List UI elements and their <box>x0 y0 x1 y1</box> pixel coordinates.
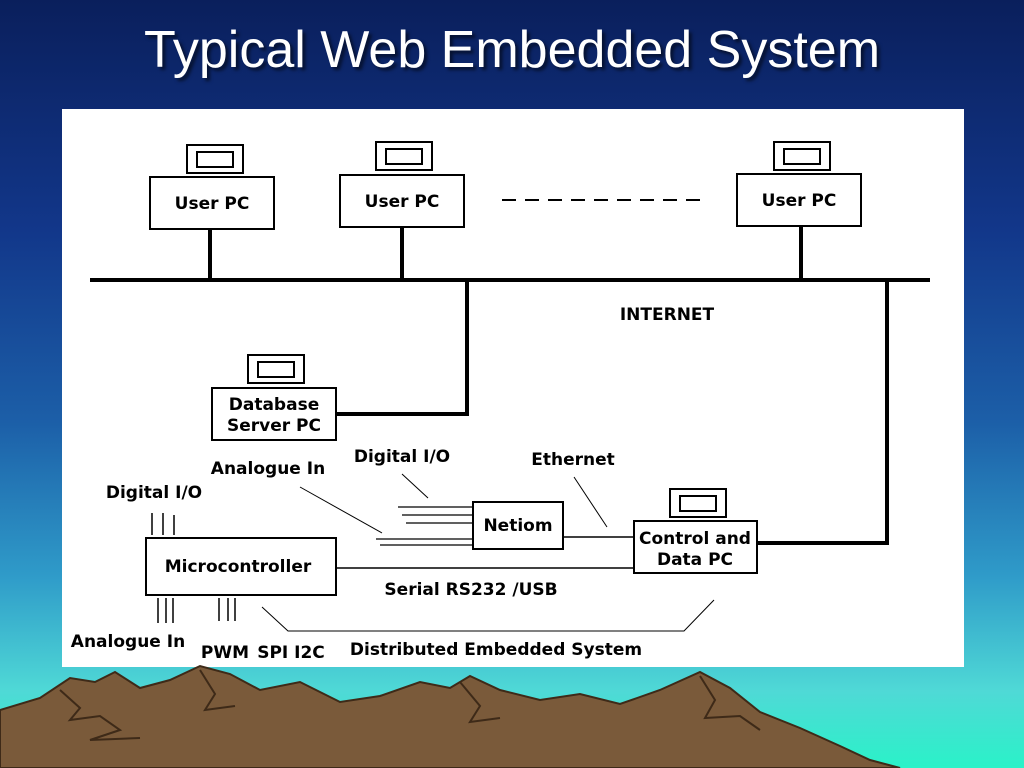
control-pc-label-line1: Control and <box>639 529 751 549</box>
microcontroller-box <box>145 537 337 596</box>
monitor-icon-3 <box>773 141 831 171</box>
mountain-range <box>0 664 901 768</box>
pwm-label: PWM <box>201 643 249 663</box>
netiom-label: Netiom <box>483 516 552 536</box>
callout-ethernet <box>573 476 608 528</box>
network-diagram: User PC User PC User PC INTERNET Databas… <box>71 141 930 663</box>
digital-io-pins <box>151 513 175 535</box>
netiom-input-lines <box>376 506 473 546</box>
monitor-icon-2 <box>375 141 433 171</box>
distributed-label: Distributed Embedded System <box>350 640 642 660</box>
database-label-line2: Server PC <box>227 416 321 436</box>
distributed-bracket <box>261 599 715 632</box>
analogue-in-bottom-label: Analogue In <box>71 632 185 652</box>
digital-io-top-label: Digital I/O <box>354 447 450 467</box>
ethernet-label: Ethernet <box>531 450 615 470</box>
callout-analogue-in <box>299 486 383 534</box>
user-pc-box-3 <box>736 173 862 227</box>
monitor-icon-control <box>669 488 727 518</box>
analogue-in-top-label: Analogue In <box>211 459 325 479</box>
database-label-line1: Database <box>229 395 319 415</box>
user-pc-label-2: User PC <box>365 192 440 212</box>
control-pc-box <box>633 520 758 574</box>
mountain-range-decoration <box>0 664 901 768</box>
spi-label: SPI I2C <box>257 643 325 663</box>
control-pc-label-line2: Data PC <box>657 550 733 570</box>
netiom-box <box>472 501 564 550</box>
user-pc-label-3: User PC <box>762 191 837 211</box>
internet-label: INTERNET <box>620 305 715 325</box>
user-pc-box-1 <box>149 176 275 230</box>
mountain-shadow <box>59 669 761 741</box>
serial-label: Serial RS232 /USB <box>384 580 557 600</box>
user-pc-label-1: User PC <box>175 194 250 214</box>
monitor-icon-1 <box>186 144 244 174</box>
control-pc-link <box>757 280 889 545</box>
microcontroller-label: Microcontroller <box>165 557 312 577</box>
pwm-spi-pins <box>218 598 236 621</box>
database-server-box <box>211 387 337 441</box>
user-pc-box-2 <box>339 174 465 228</box>
callout-digital-io <box>401 473 429 499</box>
diagram-panel: User PC User PC User PC INTERNET Databas… <box>62 109 964 667</box>
database-link <box>336 280 469 416</box>
analogue-in-pins <box>157 598 174 623</box>
monitor-icon-database <box>247 354 305 384</box>
slide-title: Typical Web Embedded System <box>143 21 881 79</box>
digital-io-left-label: Digital I/O <box>106 483 202 503</box>
